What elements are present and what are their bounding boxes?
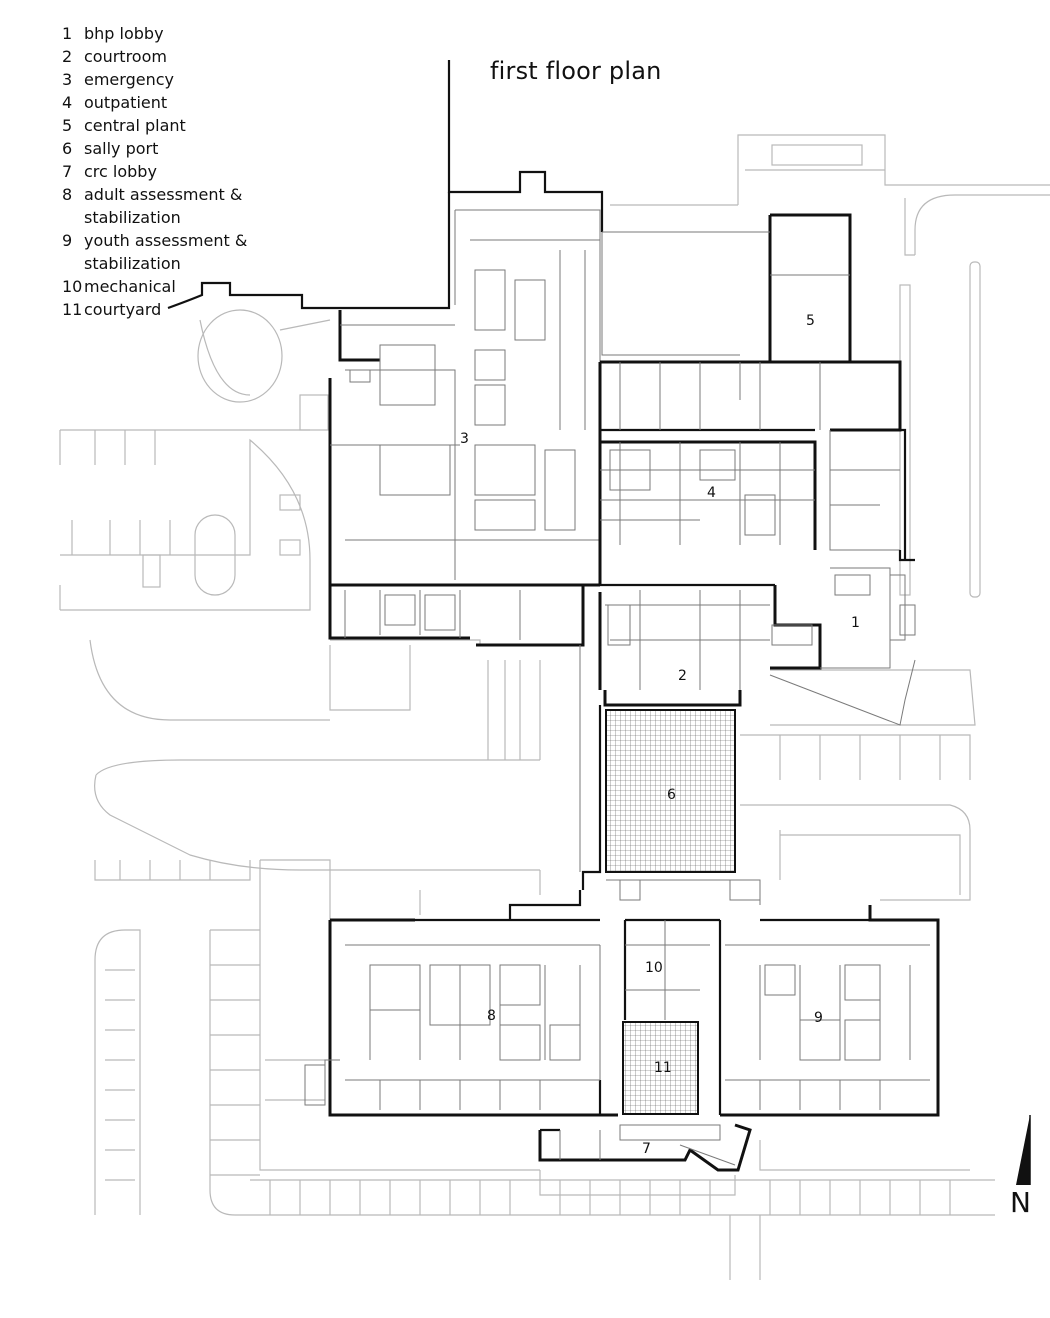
room-label-3: 3 <box>460 431 469 447</box>
legend-item-continuation: stabilization <box>84 208 181 227</box>
plan-title: first floor plan <box>490 57 662 85</box>
room-label-6: 6 <box>667 787 676 803</box>
north-label: N <box>1010 1186 1031 1219</box>
room-label-11: 11 <box>654 1060 672 1076</box>
room-label-8: 8 <box>487 1008 496 1024</box>
room-label-1: 1 <box>851 615 860 631</box>
room-label-4: 4 <box>707 485 716 501</box>
room-label-5: 5 <box>806 313 815 329</box>
room-label-2: 2 <box>678 668 687 684</box>
room-label-9: 9 <box>814 1010 823 1026</box>
sally-port <box>579 585 761 905</box>
room-labels: 1 2 3 4 5 6 7 8 9 10 11 <box>460 313 860 1157</box>
north-arrow-icon <box>1016 1115 1031 1185</box>
room-label-10: 10 <box>645 960 663 976</box>
site-context <box>59 134 1050 1280</box>
legend-item-continuation: stabilization <box>84 254 181 273</box>
room-label-7: 7 <box>642 1141 651 1157</box>
building-south <box>304 890 940 1172</box>
building-north <box>167 60 915 647</box>
building-courtroom <box>580 567 916 726</box>
